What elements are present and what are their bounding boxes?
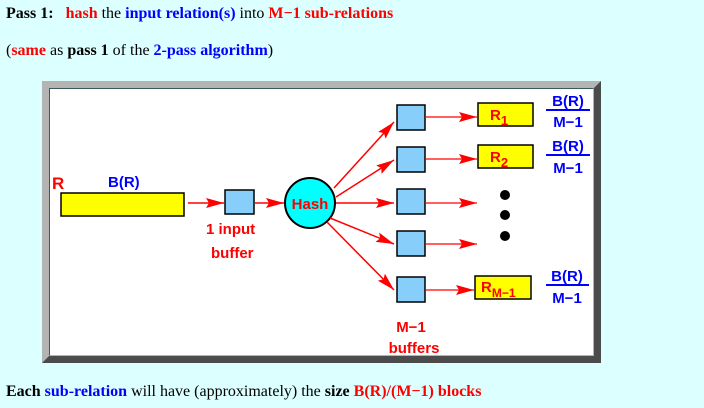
output-buffer xyxy=(396,230,426,257)
size-value: B(R)/(M−1) blocks xyxy=(353,383,482,400)
output-buffer xyxy=(396,104,426,131)
text-as: as xyxy=(49,42,64,59)
arrow-hash-to-buffer-4 xyxy=(329,217,395,245)
fraction-denominator: M−1 xyxy=(552,290,582,307)
paren-close: ) xyxy=(267,42,274,59)
ellipsis-dot xyxy=(500,210,510,220)
input-relations-term: input relation(s) xyxy=(125,5,236,22)
heading-line: Pass 1: hash the input relation(s) into … xyxy=(6,5,393,23)
sub-relation-r1 xyxy=(477,102,534,127)
ellipsis-dot xyxy=(500,231,510,241)
fraction-numerator: B(R) xyxy=(552,138,584,155)
sub-relation-term: sub-relation xyxy=(44,383,128,400)
ellipsis-dot xyxy=(500,190,510,200)
output-buffer xyxy=(396,146,426,173)
input-buffer xyxy=(224,189,255,215)
arrow-hash-to-buffer-1 xyxy=(333,121,395,189)
arrow-hash-to-buffer-2 xyxy=(335,159,395,198)
output-buffer xyxy=(396,188,426,215)
relation-size-label: B(R) xyxy=(108,174,140,191)
sub-relation-r2 xyxy=(477,144,534,169)
hash-term: hash xyxy=(65,5,98,22)
same-term: same xyxy=(11,42,46,59)
buffers-label-1: M−1 xyxy=(396,319,426,336)
text-into: into xyxy=(239,5,265,22)
pass-label: Pass 1: xyxy=(6,5,54,22)
size-fraction-r2: B(R) M−1 xyxy=(546,138,590,177)
fraction-numerator: B(R) xyxy=(552,93,584,110)
diagram-frame-inner xyxy=(49,88,594,356)
fraction-denominator: M−1 xyxy=(553,114,583,131)
relation-label: R xyxy=(52,174,64,193)
sub-relation-r1-label: R1 xyxy=(490,107,508,128)
arrow-hash-to-buffer-5 xyxy=(326,221,395,291)
text-the: the xyxy=(101,5,122,22)
pass1-term: pass 1 xyxy=(67,42,109,59)
fraction-denominator: M−1 xyxy=(553,160,583,177)
output-buffer xyxy=(396,276,426,303)
footer-line: Each sub-relation will have (approximate… xyxy=(6,383,481,401)
sub-relations-term: M−1 sub-relations xyxy=(268,5,394,22)
text-each: Each xyxy=(6,383,41,400)
sub-relation-rm1-label: RM−1 xyxy=(481,279,516,300)
sub-relation-r2-label: R2 xyxy=(490,149,508,170)
size-fraction-r1: B(R) M−1 xyxy=(546,93,590,131)
text-will-have: will have (approximately) the xyxy=(131,383,321,400)
size-fraction-rm1: B(R) M−1 xyxy=(546,268,589,307)
text-of-the: of the xyxy=(112,42,150,59)
buffers-label-2: buffers xyxy=(389,340,440,357)
algorithm-term: 2-pass algorithm xyxy=(153,42,268,59)
hash-function-circle xyxy=(284,177,336,229)
sub-relation-rm1 xyxy=(474,275,532,300)
paren-open: ( xyxy=(6,42,12,59)
fraction-numerator: B(R) xyxy=(551,268,583,285)
subheading-line: (same as pass 1 of the 2-pass algorithm) xyxy=(6,42,273,60)
input-buffer-label-1: 1 input xyxy=(206,221,255,238)
input-buffer-label-2: buffer xyxy=(211,245,254,262)
size-term: size xyxy=(324,383,350,400)
hash-label: Hash xyxy=(292,196,329,213)
relation-block xyxy=(60,192,185,217)
